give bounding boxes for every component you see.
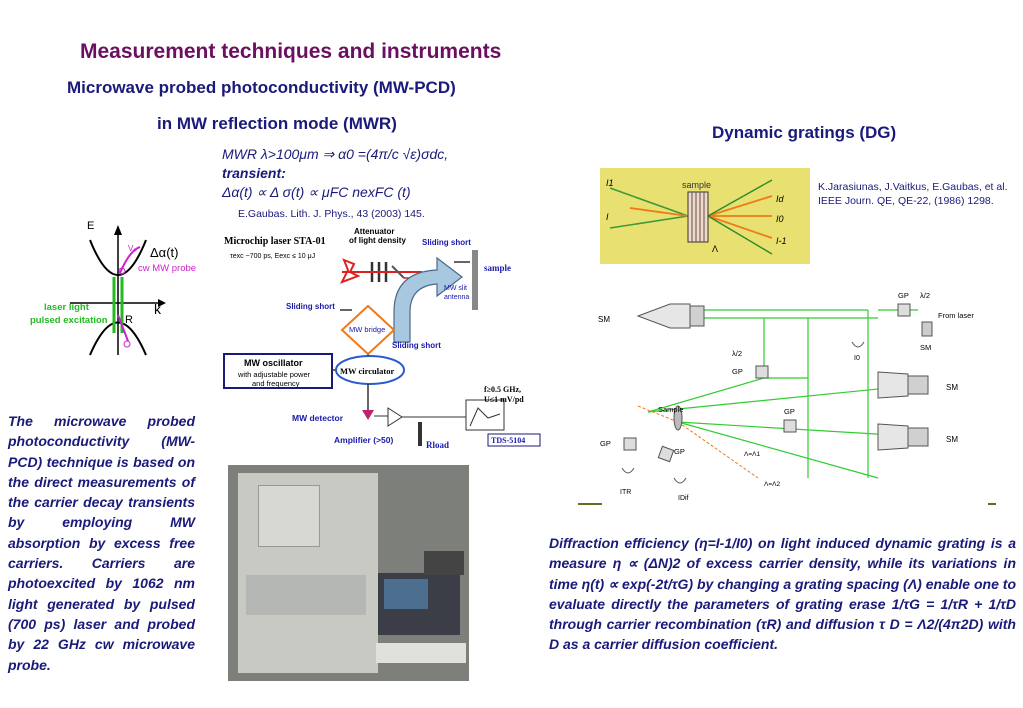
v0-label: V₀ <box>128 244 137 253</box>
mwpcd-heading: Microwave probed photoconductivity (MW-P… <box>67 78 456 97</box>
dg-setup-diagram: SM SM SM GP λ/2 From laser SM I0 λ/2 GP … <box>578 291 996 505</box>
r-label: R <box>125 314 133 326</box>
bandwidth-label: f≥0.5 GHz, <box>484 385 521 394</box>
sm-label-2: SM <box>946 383 958 392</box>
scope-label: TDS-5104 <box>491 436 525 445</box>
dg-sample-label: Sample <box>658 405 683 414</box>
formula-line-1: MWR λ>100μm ⇒ α0 =(4π/c √ε)σdc, <box>222 146 449 162</box>
e-axis-label: E <box>87 220 94 232</box>
dg-inset-i0: I0 <box>776 214 784 224</box>
lambda2-label: Λ=Λ2 <box>764 481 780 488</box>
gp-label-1: GP <box>898 291 909 300</box>
rload-label: Rload <box>426 440 449 450</box>
itr-label: ITR <box>620 489 631 496</box>
k-axis-label: k <box>154 301 162 317</box>
instrument-photo <box>228 465 469 681</box>
delta-alpha-label: Δα(t) <box>150 245 178 260</box>
oscillator-label-1: MW oscillator <box>244 358 303 368</box>
gp-label-2: GP <box>732 367 743 376</box>
i0-detector-label: I0 <box>854 355 860 362</box>
dg-inset-im1: I-1 <box>776 236 787 246</box>
sm-label-3: SM <box>946 435 958 444</box>
sm-label-1: SM <box>598 315 610 324</box>
detector-label: MW detector <box>292 413 344 423</box>
dg-inset-lambda: Λ <box>712 244 718 254</box>
formula-line-2: transient: <box>222 165 286 181</box>
formula-line-3: Δα(t) ∝ Δ σ(t) ∝ μFC nexFC (t) <box>222 184 411 200</box>
mwr-subheading: in MW reflection mode (MWR) <box>157 114 397 133</box>
gp-label-4: GP <box>600 439 611 448</box>
from-laser-label: From laser <box>938 311 974 320</box>
band-diagram: E k Δα(t) cw MW probe laser light pulsed… <box>30 220 196 356</box>
idif-label: IDif <box>678 495 689 502</box>
laser-label: Microchip laser STA-01 <box>224 236 326 247</box>
slit-label-2: antenna <box>444 294 469 301</box>
laser-params-label: τexc ~700 ps, Eexc ≤ 10 μJ <box>230 253 315 260</box>
lambda1-label: Λ=Λ1 <box>744 451 760 458</box>
sliding-short-label-3: Sliding short <box>392 341 441 350</box>
reference-jarasiunas: K.Jarasiunas, J.Vaitkus, E.Gaubas, et al… <box>818 181 1008 207</box>
dg-grating-inset: sample I1 I Id I0 I-1 Λ <box>600 168 810 264</box>
cw-probe-label: cw MW probe <box>138 263 196 274</box>
sample-label: sample <box>484 263 511 273</box>
gp-label-5: GP <box>674 447 685 456</box>
amplifier-label: Amplifier (>50) <box>334 435 393 445</box>
half-wave-label-2: λ/2 <box>732 349 742 358</box>
dg-inset-sample-label: sample <box>682 180 711 190</box>
circulator-label: MW circulator <box>340 366 394 376</box>
bridge-label: MW bridge <box>349 325 385 334</box>
dg-heading: Dynamic gratings (DG) <box>712 123 897 142</box>
dg-inset-i: I <box>606 212 609 222</box>
slit-label-1: MW slit <box>444 285 467 292</box>
attenuator-label-1: Attenuator <box>354 227 394 236</box>
half-wave-label-1: λ/2 <box>920 291 930 300</box>
sliding-short-label-2: Sliding short <box>286 302 335 311</box>
mwpcd-setup-diagram: Microchip laser STA-01 τexc ~700 ps, Eex… <box>223 227 541 450</box>
attenuator-label-2: of light density <box>349 236 406 245</box>
sm-label-4: SM <box>920 343 931 352</box>
dg-inset-id: Id <box>776 194 785 204</box>
mwpcd-description: The microwave probed photoconductivity (… <box>8 413 195 673</box>
sensitivity-label: U≤1 mV/pd <box>484 395 524 404</box>
dg-description: Diffraction efficiency (η=I-1/I0) on lig… <box>549 535 1016 653</box>
pulsed-excitation-label: pulsed excitation <box>30 315 108 326</box>
reference-gaubas: E.Gaubas. Lith. J. Phys., 43 (2003) 145. <box>238 208 425 220</box>
laser-light-label: laser light <box>44 302 90 313</box>
sliding-short-label-1: Sliding short <box>422 238 471 247</box>
gp-label-3: GP <box>784 407 795 416</box>
page-title: Measurement techniques and instruments <box>80 40 502 63</box>
formula-block: MWR λ>100μm ⇒ α0 =(4π/c √ε)σdc, transien… <box>222 145 448 202</box>
oscillator-label-2: with adjustable power <box>237 370 311 379</box>
oscillator-label-3: and frequency <box>252 379 300 388</box>
dg-inset-i1: I1 <box>606 178 614 188</box>
